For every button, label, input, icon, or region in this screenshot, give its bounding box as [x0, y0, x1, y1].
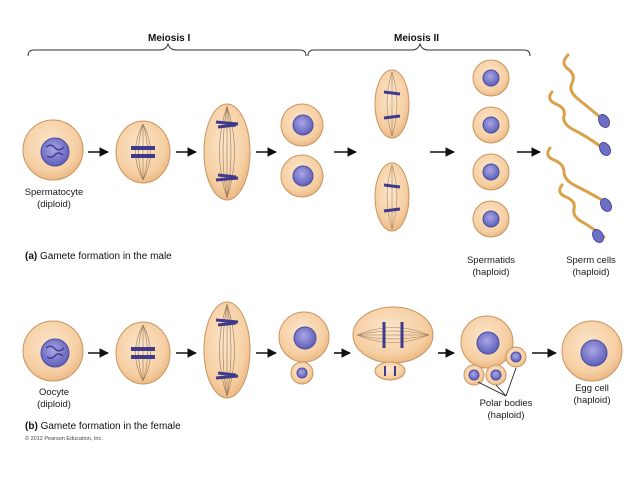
telophase-1-cell-male — [280, 103, 324, 198]
sperm-label: Sperm cells — [566, 255, 616, 266]
polar-bodies-sublabel: (haploid) — [487, 410, 525, 421]
meiosis-1-brace — [27, 42, 307, 57]
spermatids-sublabel: (haploid) — [472, 267, 510, 278]
anaphase-1-cell-male — [203, 103, 251, 201]
meiosis-1-header: Meiosis I — [148, 33, 191, 44]
sperm-sublabel: (haploid) — [572, 267, 610, 278]
egg-cell — [561, 320, 623, 382]
meiosis-2-cell-female — [352, 306, 434, 381]
polar-bodies-label: Polar bodies — [479, 398, 533, 409]
meiosis-2-cells-male — [374, 69, 410, 232]
anaphase-1-cell-female — [203, 301, 251, 399]
male-caption-letter: (a) — [25, 251, 38, 262]
oocyte-sublabel: (diploid) — [37, 399, 71, 410]
telophase-1-cell-female — [278, 311, 330, 385]
polar-body-pointers — [477, 367, 517, 397]
sperm-cells — [546, 53, 606, 239]
male-caption: (a) Gamete formation in the male — [25, 251, 172, 262]
polar-body-cells — [460, 315, 527, 386]
female-caption-text: Gamete formation in the female — [40, 421, 181, 432]
spermatocyte-cell — [22, 119, 84, 181]
male-caption-text: Gamete formation in the male — [40, 251, 172, 262]
female-caption-letter: (b) — [25, 421, 38, 432]
spermatocyte-sublabel: (diploid) — [37, 199, 71, 210]
egg-sublabel: (haploid) — [573, 395, 611, 406]
spermatid-cells — [472, 59, 510, 238]
copyright-notice: © 2012 Pearson Education, Inc. — [25, 436, 103, 442]
metaphase-1-cell-male — [115, 120, 171, 184]
meiosis-2-brace — [307, 42, 531, 57]
egg-label: Egg cell — [575, 383, 609, 394]
female-caption: (b) Gamete formation in the female — [25, 421, 181, 432]
sperm-heads — [592, 114, 612, 243]
meiosis-brackets — [27, 42, 531, 57]
metaphase-1-cell-female — [115, 321, 171, 385]
oocyte-label: Oocyte — [38, 387, 70, 398]
female-row — [22, 301, 623, 399]
spermatocyte-label: Spermatocyte — [24, 187, 84, 198]
spermatids-label: Spermatids — [466, 255, 516, 266]
meiosis-2-header: Meiosis II — [394, 33, 440, 44]
oocyte-cell — [22, 320, 84, 382]
male-row — [22, 53, 612, 243]
